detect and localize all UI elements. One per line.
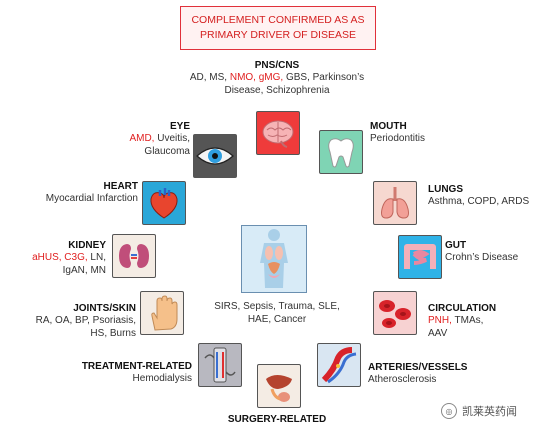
arteries-label-group: ARTERIES/VESSELS Atherosclerosis [368, 362, 486, 386]
heart-tile [142, 181, 186, 225]
gut-tile [398, 235, 442, 279]
dialysis-icon [204, 347, 236, 383]
arteries-desc: Atherosclerosis [368, 374, 437, 385]
lungs-icon [381, 187, 409, 219]
joints-title: JOINTS/SKIN [73, 303, 136, 314]
header-line-1: COMPLEMENT CONFIRMED AS AS [191, 14, 365, 26]
eye-desc-red: AMD, [129, 133, 155, 144]
header-line-2: PRIMARY DRIVER OF DISEASE [200, 29, 356, 41]
lungs-label-group: LUNGS Asthma, COPD, ARDS [428, 184, 548, 208]
kidney-icon [119, 244, 149, 268]
heart-label-group: HEART Myocardial Infarction [13, 181, 138, 205]
eye-desc-text: Uveitis, [154, 133, 190, 144]
treatment-title: TREATMENT-RELATED [81, 361, 192, 372]
wechat-icon: ◎ [441, 403, 457, 419]
lungs-desc: Asthma, COPD, ARDS [428, 196, 530, 207]
body-tile [241, 225, 307, 293]
mouth-label-group: MOUTH Periodontitis [370, 121, 470, 145]
treatment-label-group: TREATMENT-RELATED Hemodialysis [78, 361, 192, 385]
mouth-title: MOUTH [370, 121, 407, 132]
pns-desc-line2: Disease, Schizophrenia [224, 85, 330, 96]
joints-label-group: JOINTS/SKIN RA, OA, BP, Psoriasis, HS, B… [8, 303, 136, 340]
tooth-tile [319, 130, 363, 174]
kidney-desc-line1: aHUS, C3G, LN, [16, 251, 106, 264]
heart-icon [150, 188, 178, 219]
joints-desc-line1: RA, OA, BP, Psoriasis, [35, 315, 136, 326]
pns-desc-red: NMO, gMG, [229, 72, 284, 83]
circulation-label-group: CIRCULATION PNH, TMAs, AAV [428, 303, 546, 340]
blood-vessel-icon [321, 347, 357, 384]
kidney-desc-line2: IgAN, MN [62, 265, 106, 276]
brain-tile [256, 111, 300, 155]
kidney-label-group: KIDNEY aHUS, C3G, LN, IgAN, MN [16, 240, 106, 277]
brain-icon [262, 120, 294, 148]
kidney-desc-text: LN, [87, 252, 106, 263]
eye-desc-line2: Glaucoma [144, 146, 190, 157]
circulation-title: CIRCULATION [428, 303, 497, 314]
body-organs-icon [260, 229, 288, 288]
center-caption: SIRS, Sepsis, Trauma, SLE, HAE, Cancer [210, 300, 344, 326]
eye-desc-line1: AMD, Uveitis, [98, 132, 190, 145]
vessels-tile [317, 343, 361, 387]
intestine-icon [404, 244, 436, 269]
organs-tile [257, 364, 301, 408]
arteries-title: ARTERIES/VESSELS [368, 362, 468, 373]
gut-label-group: GUT Crohn’s Disease [445, 240, 550, 264]
center-caption-line2: HAE, Cancer [247, 314, 307, 325]
mouth-desc: Periodontitis [370, 133, 426, 144]
blood-cells-icon [379, 300, 411, 328]
joints-desc-line2: HS, Burns [90, 328, 136, 339]
gut-title: GUT [445, 240, 467, 251]
center-caption-line1: SIRS, Sepsis, Trauma, SLE, [214, 301, 340, 312]
header-banner: COMPLEMENT CONFIRMED AS AS PRIMARY DRIVE… [180, 6, 376, 50]
eye-tile [193, 134, 237, 178]
heart-title: HEART [103, 181, 138, 192]
dialysis-tile [198, 343, 242, 387]
treatment-desc: Hemodialysis [132, 373, 192, 384]
pns-desc-rest: GBS, Parkinson’s [283, 72, 365, 83]
surgery-title: SURGERY-RELATED [227, 414, 327, 425]
hand-tile [140, 291, 184, 335]
blood-cells-tile [373, 291, 417, 335]
circulation-desc-line1: PNH, TMAs, [428, 314, 546, 327]
tooth-icon [328, 138, 354, 168]
pns-desc-text: AD, MS, [189, 72, 230, 83]
pns-label-group: PNS/CNS AD, MS, NMO, gMG, GBS, Parkinson… [170, 60, 384, 97]
circulation-desc-line2: AAV [428, 328, 448, 339]
lungs-tile [373, 181, 417, 225]
kidney-tile [112, 234, 156, 278]
kidney-desc-red: aHUS, C3G, [32, 252, 88, 263]
eye-label-group: EYE AMD, Uveitis, Glaucoma [98, 121, 190, 158]
pns-desc-line1: AD, MS, NMO, gMG, GBS, Parkinson’s [170, 71, 384, 84]
pns-title: PNS/CNS [254, 60, 300, 71]
liver-organ-icon [266, 375, 292, 402]
kidney-title: KIDNEY [68, 240, 106, 251]
lungs-title: LUNGS [428, 184, 463, 195]
eye-icon [196, 147, 234, 165]
eye-title: EYE [169, 121, 190, 132]
circulation-desc-text: TMAs, [451, 315, 484, 326]
heart-desc: Myocardial Infarction [45, 193, 138, 204]
gut-desc: Crohn’s Disease [445, 252, 519, 263]
watermark: ◎ 凯莱英药闻 [441, 403, 517, 419]
hand-icon [151, 295, 178, 331]
circulation-desc-red: PNH, [428, 315, 452, 326]
watermark-text: 凯莱英药闻 [462, 406, 517, 418]
